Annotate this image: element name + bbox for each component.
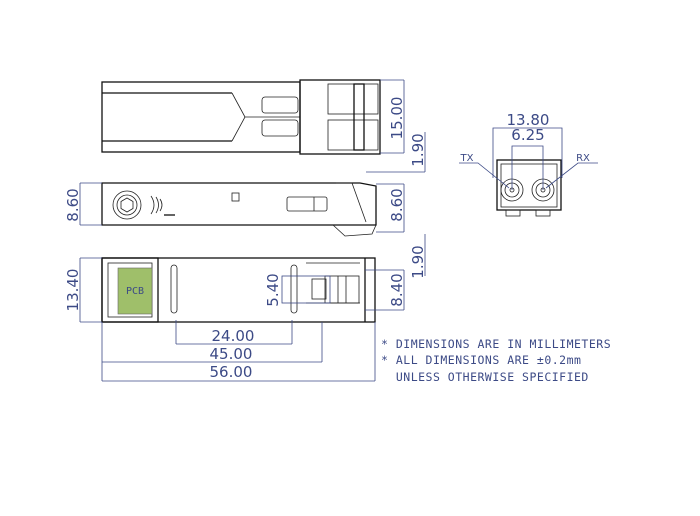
note-units: * DIMENSIONS ARE IN MILLIMETERS	[381, 337, 611, 351]
note-unless: UNLESS OTHERWISE SPECIFIED	[381, 370, 589, 384]
dim-connector-outer: 8.40	[388, 273, 406, 306]
dim-top-gap: 1.90	[409, 133, 427, 166]
note-tolerance: * ALL DIMENSIONS ARE ±0.2mm	[381, 353, 581, 367]
pcb-label: PCB	[126, 286, 144, 297]
top-view	[101, 79, 426, 173]
dim-bottom-height: 13.40	[64, 269, 82, 312]
front-view	[459, 127, 598, 217]
dim-top-height: 15.00	[388, 97, 406, 140]
dim-front-pitch: 6.25	[511, 126, 544, 144]
tx-label: TX	[460, 153, 474, 164]
dim-length-45: 45.00	[210, 345, 253, 363]
dim-side-left-height: 8.60	[64, 188, 82, 221]
bottom-view	[79, 257, 405, 382]
side-view	[79, 182, 426, 276]
dim-front-width: 13.80	[507, 111, 550, 129]
dim-length-56: 56.00	[210, 363, 253, 381]
pcb-area	[117, 267, 153, 315]
dim-side-right-height: 8.60	[388, 188, 406, 221]
rx-label: RX	[576, 153, 590, 164]
dim-length-24: 24.00	[212, 327, 255, 345]
dim-connector-inner: 5.40	[264, 273, 282, 306]
dim-bottom-gap: 1.90	[409, 245, 427, 278]
